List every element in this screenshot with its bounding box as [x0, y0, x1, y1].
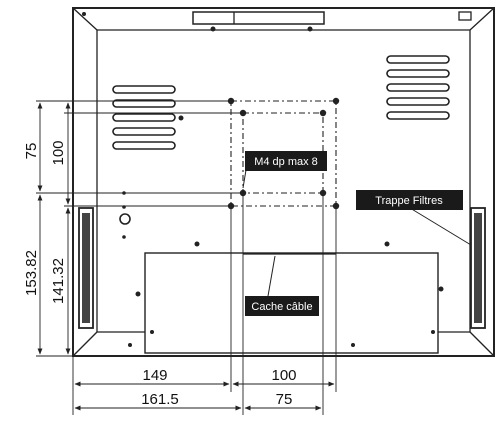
power-connector [119, 213, 131, 225]
dim-153-82-label: 153.82 [23, 250, 40, 296]
dim-141-32-label: 141.32 [50, 258, 67, 304]
panel-screws [128, 241, 444, 347]
bevel-top-left [72, 7, 98, 31]
dimension-lines [37, 102, 335, 411]
bevel-bottom-right [469, 331, 495, 357]
vesa-hole [332, 97, 340, 105]
screw [82, 12, 86, 16]
right-filter-grille [470, 207, 486, 329]
dim-100-h-label: 100 [271, 367, 296, 384]
left-filter-grille [78, 207, 94, 329]
screw [210, 26, 216, 32]
screw [307, 26, 313, 32]
dim-75-v-label: 75 [23, 143, 40, 160]
dim-161-5-label: 161.5 [141, 391, 179, 408]
bevel-bottom-left [72, 331, 98, 357]
dim-149-label: 149 [142, 367, 167, 384]
m4-callout-label: M4 dp max 8 [254, 156, 318, 168]
filter-callout-label: Trappe Filtres [375, 195, 443, 207]
left-vents [112, 85, 176, 150]
dim-75-h-label: 75 [276, 391, 293, 408]
screw [178, 115, 184, 121]
top-bracket [192, 11, 325, 25]
vesa-100-outline [230, 100, 337, 207]
vesa-hole [319, 109, 327, 117]
filter-callout: Trappe Filtres [356, 190, 472, 246]
indicator-dot [122, 235, 126, 239]
vesa-75-outline [242, 112, 324, 194]
m4-callout: M4 dp max 8 [242, 151, 327, 189]
bevel-top-right [469, 7, 495, 31]
right-vents [386, 55, 450, 120]
dim-100-v-label: 100 [50, 140, 67, 165]
cable-callout-label: Cache câble [251, 301, 312, 313]
top-right-tab [458, 11, 472, 21]
cable-callout: Cache câble [245, 255, 319, 316]
